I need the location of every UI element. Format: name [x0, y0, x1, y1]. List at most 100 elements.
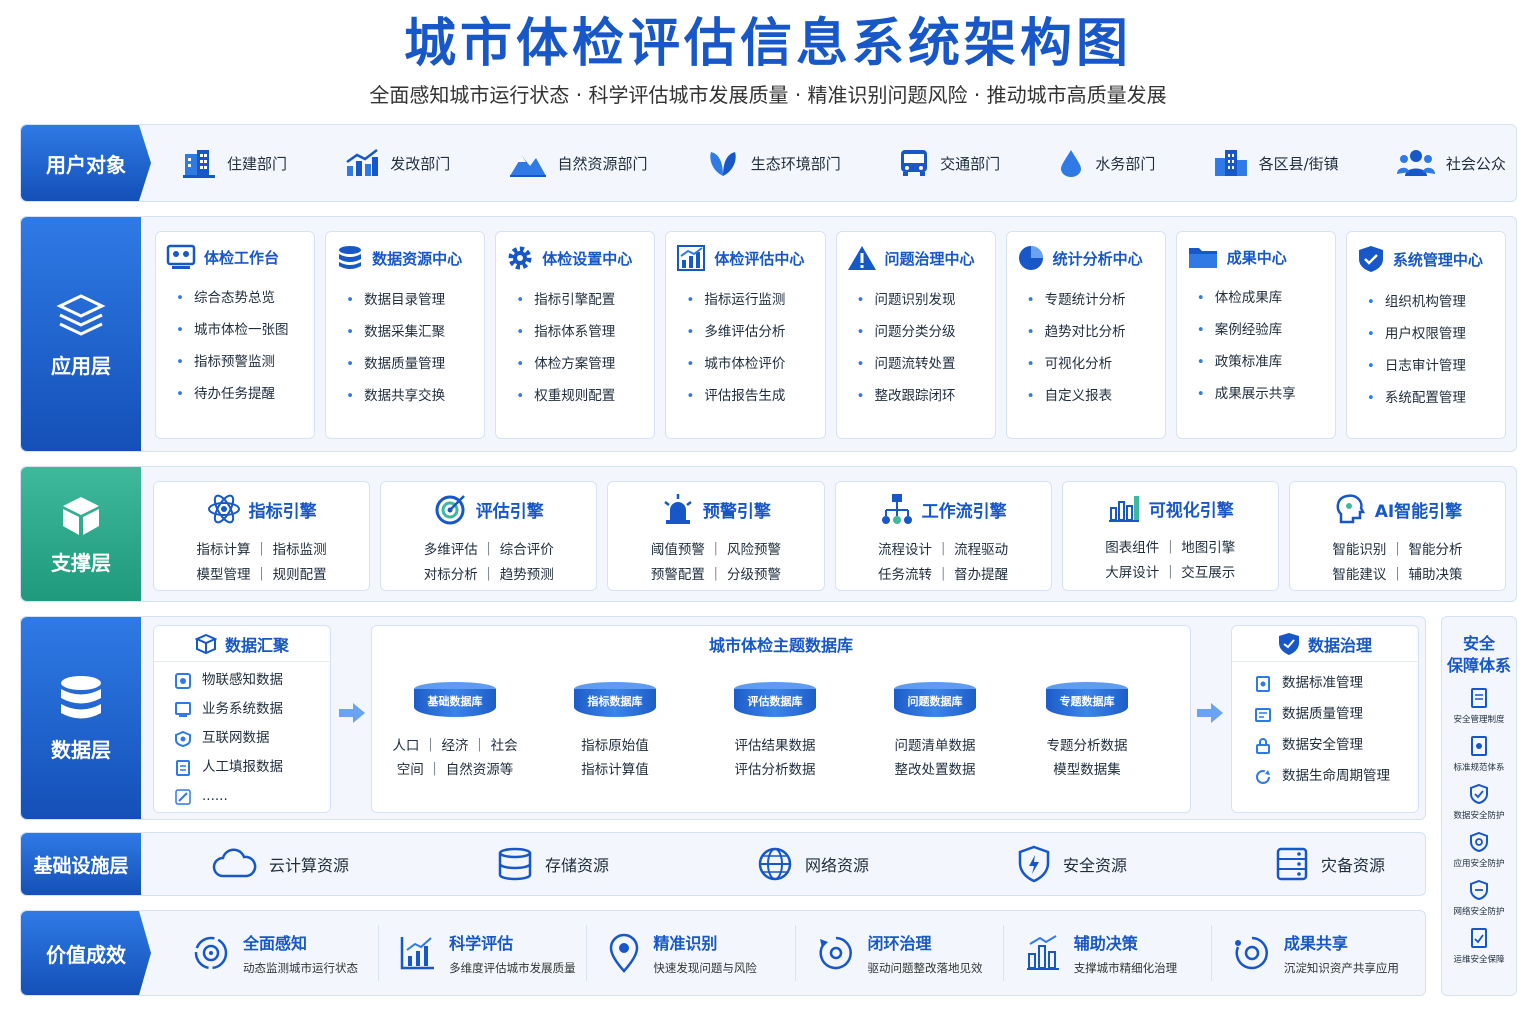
app-card-system[interactable]: 系统管理中心 组织机构管理用户权限管理日志审计管理系统配置管理 — [1345, 231, 1506, 439]
governance-item[interactable]: 数据质量管理 — [1232, 699, 1418, 730]
security-item: 运维安全保障 — [1442, 927, 1516, 965]
app-card-settings[interactable]: 体检设置中心 指标引擎配置指标体系管理体检方案管理权重规则配置 — [495, 231, 656, 439]
security-item: 安全管理制度 — [1442, 687, 1516, 725]
app-card-item[interactable]: 政策标准库 — [1197, 346, 1325, 378]
db-indicator[interactable]: 指标数据库指标原始值指标计算值 — [540, 670, 690, 802]
value-item-title: 闭环治理 — [867, 934, 932, 953]
app-card-title: 成果中心 — [1226, 248, 1287, 267]
infrastructure-layer: 基础设施层 云计算资源 存储资源 网络资源 安全资源 灾备资源 — [20, 832, 1426, 896]
app-card-results[interactable]: 成果中心 体检成果库案例经验库政策标准库成果展示共享 — [1175, 231, 1336, 439]
app-card-item[interactable]: 体检方案管理 — [516, 348, 644, 380]
arrow-right-icon — [1197, 703, 1223, 723]
pie-chart-icon — [1018, 246, 1043, 270]
shield-check-icon — [1278, 632, 1299, 655]
support-card-warning-engine[interactable]: 预警引擎 阈值预警 ｜ 风险预警 预警配置 ｜ 分级预警 — [607, 481, 825, 591]
value-item-identification: 精准识别快速发现问题与风险 — [587, 925, 796, 981]
storage-icon — [498, 847, 532, 881]
security-item-label: 应用安全防护 — [1453, 859, 1505, 869]
app-card-item[interactable]: 趋势对比分析 — [1027, 316, 1155, 348]
workbench-icon — [166, 244, 196, 269]
app-card-item[interactable]: 评估报告生成 — [686, 380, 814, 412]
app-card-item[interactable]: 指标引擎配置 — [516, 284, 644, 316]
app-card-item[interactable]: 专题统计分析 — [1027, 284, 1155, 316]
app-card-item[interactable]: 体检成果库 — [1197, 282, 1325, 314]
governance-item-label: 数据安全管理 — [1282, 737, 1363, 753]
value-item-desc: 驱动问题整改落地见效 — [867, 961, 983, 975]
support-card-workflow-engine[interactable]: 工作流引擎 流程设计 ｜ 流程驱动 任务流转 ｜ 督办提醒 — [834, 481, 1052, 591]
support-card-visualization-engine[interactable]: 可视化引擎 图表组件 ｜ 地图引擎 大屏设计 ｜ 交互展示 — [1061, 481, 1279, 591]
app-card-item[interactable]: 组织机构管理 — [1367, 286, 1495, 318]
app-card-item[interactable]: 数据共享交换 — [346, 380, 474, 412]
app-card-data-resource[interactable]: 数据资源中心 数据目录管理数据采集汇聚数据质量管理数据共享交换 — [325, 231, 486, 439]
db-thematic[interactable]: 专题数据库专题分析数据模型数据集 — [1012, 670, 1162, 802]
value-item-evaluation: 科学评估多维度评估城市发展质量 — [379, 925, 588, 981]
cloud-icon — [212, 848, 257, 878]
support-card-line: 多维评估 ｜ 综合评价 — [423, 542, 554, 558]
app-card-item[interactable]: 数据目录管理 — [346, 284, 474, 316]
db-problem[interactable]: 问题数据库问题清单数据整改处置数据 — [860, 670, 1010, 802]
app-card-item[interactable]: 可视化分析 — [1027, 348, 1155, 380]
data-governance-panel: 数据治理 数据标准管理 数据质量管理 数据安全管理 数据生命周期管理 — [1231, 625, 1419, 813]
app-card-problem[interactable]: 问题治理中心 问题识别发现问题分类分级问题流转处置整改跟踪闭环 — [835, 231, 996, 439]
shield-icon — [1470, 831, 1488, 853]
user-item-label: 自然资源部门 — [557, 154, 648, 173]
support-card-indicator-engine[interactable]: 指标引擎 指标计算 ｜ 指标监测 模型管理 ｜ 规则配置 — [153, 481, 371, 591]
app-card-item[interactable]: 权重规则配置 — [516, 380, 644, 412]
standard-doc-icon — [1471, 736, 1487, 756]
app-card-item[interactable]: 数据质量管理 — [346, 348, 474, 380]
app-card-item[interactable]: 数据采集汇聚 — [346, 316, 474, 348]
app-card-item[interactable]: 指标运行监测 — [686, 284, 814, 316]
shield-check-icon — [1358, 246, 1383, 272]
app-card-item[interactable]: 系统配置管理 — [1367, 382, 1495, 414]
app-card-item[interactable]: 指标体系管理 — [516, 316, 644, 348]
app-card-title: 系统管理中心 — [1392, 250, 1483, 269]
document-icon — [1471, 688, 1487, 708]
app-card-evaluation[interactable]: 体检评估中心 指标运行监测多维评估分析城市体检评价评估报告生成 — [665, 231, 826, 439]
support-card-line: 模型管理 ｜ 规则配置 — [196, 567, 327, 583]
value-item-sharing: 成果共享沉淀知识资产共享应用 — [1212, 925, 1419, 981]
app-card-item[interactable]: 案例经验库 — [1197, 314, 1325, 346]
data-source-item: 人工填报数据 — [154, 753, 330, 782]
app-card-item[interactable]: 问题识别发现 — [857, 284, 985, 316]
db-basic[interactable]: 基础数据库人口 ｜ 经济 ｜ 社会空间 ｜ 自然资源等 — [380, 670, 530, 802]
app-card-item[interactable]: 多维评估分析 — [686, 316, 814, 348]
app-card-title: 体检评估中心 — [714, 249, 805, 268]
db-evaluation[interactable]: 评估数据库评估结果数据评估分析数据 — [700, 670, 850, 802]
infrastructure-layer-label: 基础设施层 — [21, 833, 141, 895]
governance-item[interactable]: 数据标准管理 — [1232, 668, 1418, 699]
chart-growth-icon — [346, 149, 379, 176]
support-card-ai-engine[interactable]: AI智能引擎 智能识别 ｜ 智能分析 智能建议 ｜ 辅助决策 — [1288, 481, 1507, 591]
db-line: 整改处置数据 — [894, 762, 976, 778]
app-card-item[interactable]: 成果展示共享 — [1197, 378, 1325, 410]
app-card-item[interactable]: 日志审计管理 — [1367, 350, 1495, 382]
db-line: 专题分析数据 — [1046, 738, 1128, 754]
app-card-item[interactable]: 待办任务提醒 — [176, 378, 304, 410]
app-card-item[interactable]: 用户权限管理 — [1367, 318, 1495, 350]
app-card-item[interactable]: 问题分类分级 — [857, 316, 985, 348]
app-card-item[interactable]: 综合态势总览 — [176, 282, 304, 314]
support-layer: 支撑层 指标引擎 指标计算 ｜ 指标监测 模型管理 ｜ 规则配置 评估引擎 多维… — [20, 466, 1517, 602]
app-card-workbench[interactable]: 体检工作台 综合态势总览城市体检一张图指标预警监测待办任务提醒 — [155, 231, 316, 439]
value-item-desc: 多维度评估城市发展质量 — [449, 961, 576, 975]
db-line: 模型数据集 — [1053, 762, 1121, 778]
governance-item[interactable]: 数据安全管理 — [1232, 730, 1418, 761]
app-card-item[interactable]: 自定义报表 — [1027, 380, 1155, 412]
app-card-statistics[interactable]: 统计分析中心 专题统计分析趋势对比分析可视化分析自定义报表 — [1005, 231, 1166, 439]
app-card-item[interactable]: 指标预警监测 — [176, 346, 304, 378]
app-card-title: 数据资源中心 — [372, 249, 463, 268]
app-card-item[interactable]: 城市体检一张图 — [176, 314, 304, 346]
user-item-label: 社会公众 — [1445, 154, 1506, 173]
governance-item[interactable]: 数据生命周期管理 — [1232, 761, 1418, 792]
user-item-label: 发改部门 — [390, 154, 451, 173]
people-icon — [1396, 150, 1435, 176]
link-icon — [175, 788, 191, 805]
support-layer-label: 支撑层 — [21, 467, 141, 601]
alarm-light-icon — [664, 494, 692, 524]
app-card-item[interactable]: 整改跟踪闭环 — [857, 380, 985, 412]
shield-icon — [1470, 879, 1488, 901]
support-card-evaluation-engine[interactable]: 评估引擎 多维评估 ｜ 综合评价 对标分析 ｜ 趋势预测 — [380, 481, 598, 591]
infra-item-label: 网络资源 — [804, 856, 869, 875]
app-card-item[interactable]: 城市体检评价 — [686, 348, 814, 380]
app-card-item[interactable]: 问题流转处置 — [857, 348, 985, 380]
infra-item-security: 安全资源 — [1017, 845, 1127, 883]
